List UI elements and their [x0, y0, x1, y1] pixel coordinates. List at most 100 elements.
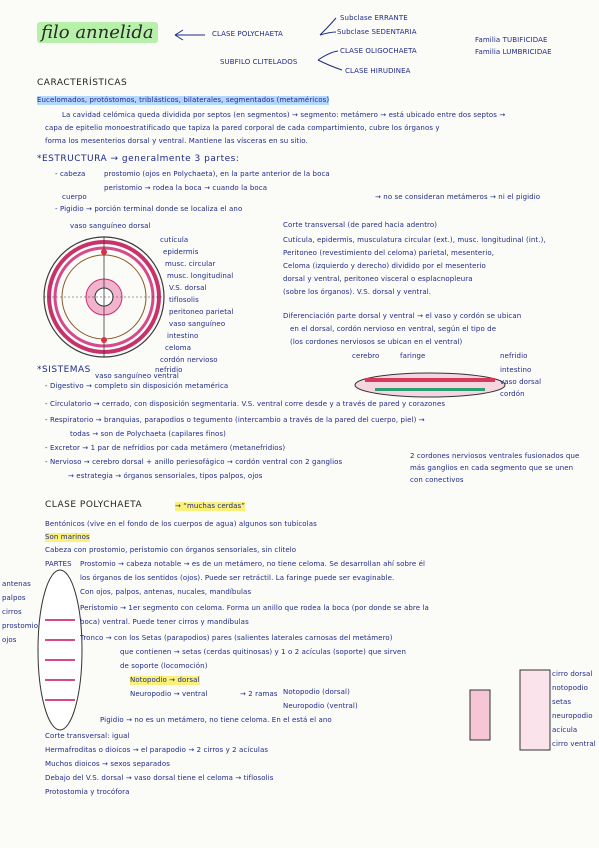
- sistemas-respiratorio: - Respiratorio → branquias, parapodios o…: [45, 416, 425, 424]
- corte-line-2: Cutícula, epidermis, musculatura circula…: [283, 236, 546, 244]
- diagram-label-11: cordón nervioso: [160, 356, 218, 364]
- diagram-label-1: cutícula: [160, 236, 189, 244]
- parapodio-label-2: notopodio: [552, 684, 589, 692]
- sistemas-nervioso-right-1: 2 cordones nerviosos ventrales fusionado…: [410, 452, 580, 460]
- sistemas-nervioso-right-2: más ganglios en cada segmento que se une…: [410, 464, 574, 472]
- diagram-label-10: celoma: [165, 344, 192, 352]
- sistemas-nervioso-2: → estrategia → órganos sensoriales, tipo…: [68, 472, 263, 480]
- worm-label-3: nefridio: [500, 352, 528, 360]
- polychaeta-pigidio: Pigidio → no es un metámero, no tiene ce…: [100, 716, 332, 724]
- polychaeta-neuropodio: Neuropodio → ventral: [130, 690, 208, 698]
- subclass-sedentaria: Subclase SEDENTARIA: [337, 28, 417, 36]
- sistemas-respiratorio-2: todas → son de Polychaeta (capilares fin…: [70, 430, 226, 438]
- worm-label-1: cerebro: [352, 352, 380, 360]
- corte-line-1: Corte transversal (de pared hacia adentr…: [283, 221, 438, 229]
- estructura-prostomio: prostomio (ojos en Polychaeta), en la pa…: [104, 170, 330, 178]
- polychaeta-tronco: Tronco → con los Setas (parapodios) pare…: [80, 634, 393, 642]
- sistemas-excretor: - Excretor → 1 par de nefridios por cada…: [45, 444, 286, 452]
- corte-line-5: dorsal y ventral, peritoneo visceral o e…: [283, 275, 473, 283]
- caracteristicas-line-4: forma los mesenterios dorsal y ventral. …: [45, 137, 308, 145]
- parapodio-label-6: cirro ventral: [552, 740, 596, 748]
- left-label-3: cirros: [2, 608, 22, 616]
- polychaeta-peristomio: Peristomio → 1er segmento con celoma. Fo…: [80, 604, 429, 612]
- left-label-5: ojos: [2, 636, 17, 644]
- corte-line-9: (los cordones nerviosos se ubican en el …: [290, 338, 463, 346]
- diagram-label-12: nefridio: [155, 366, 183, 374]
- polychaeta-prostomio-2: los órganos de los sentidos (ojos). Pued…: [80, 574, 395, 582]
- parapodio-drawing: [469, 669, 551, 751]
- caracteristicas-line-1: Eucelomados, protóstomos, triblásticos, …: [37, 96, 330, 105]
- page-title: filo annelida: [37, 22, 158, 43]
- left-label-1: antenas: [2, 580, 31, 588]
- polychaeta-hermafroditas: Hermafroditas o dioicos → el parapodio →…: [45, 746, 269, 754]
- worm-lateral-diagram: [354, 372, 506, 398]
- polychaeta-line-1: Bentónicos (vive en el fondo de los cuer…: [45, 520, 317, 528]
- polychaeta-prostomio-3: Con ojos, palpos, antenas, nucales, mand…: [80, 588, 252, 596]
- corte-line-3: Peritoneo (revestimiento del celoma) par…: [283, 249, 495, 257]
- sistemas-nervioso: - Nervioso → cerebro dorsal + anillo per…: [45, 458, 343, 466]
- sistemas-digestivo: - Digestivo → completo sin disposición m…: [45, 382, 229, 390]
- left-label-4: prostomio: [2, 622, 39, 630]
- parapodio-label-1: cirro dorsal: [552, 670, 593, 678]
- diagram-label-top: vaso sanguíneo dorsal: [70, 222, 151, 230]
- polychaeta-subtitle: → “muchas cerdas”: [175, 502, 246, 511]
- polychaeta-birramosos: → 2 ramas: [240, 690, 278, 698]
- polychaeta-neuropodio-right: Neuropodio (ventral): [283, 702, 358, 710]
- polychaeta-muchos: Muchos dioicos → sexos separados: [45, 760, 170, 768]
- polychaeta-heading: CLASE POLYCHAETA: [45, 500, 143, 510]
- polychaeta-tronco-2: que contienen → setas (cerdas quitinosas…: [120, 648, 406, 656]
- polychaeta-notopodio-right: Notopodio (dorsal): [283, 688, 350, 696]
- diagram-label-6: tiflosolis: [169, 296, 199, 304]
- polychaeta-tronco-3: de soporte (locomoción): [120, 662, 208, 670]
- parapodio-label-4: neuropodio: [552, 712, 593, 720]
- polychaeta-line-3: Cabeza con prostomio, peristomio con órg…: [45, 546, 297, 554]
- worm-label-2: faringe: [400, 352, 426, 360]
- polychaeta-corte: Corte transversal: igual: [45, 732, 130, 740]
- worm-label-4: intestino: [500, 366, 532, 374]
- worm-label-6: cordón: [500, 390, 525, 398]
- diagram-label-4: musc. longitudinal: [167, 272, 234, 280]
- sistemas-circulatorio: - Circulatorio → cerrado, con disposició…: [45, 400, 446, 408]
- polychaeta-debajo: Debajo del V.S. dorsal → vaso dorsal tie…: [45, 774, 274, 782]
- polychaeta-protostomia: Protostomia y trocófora: [45, 788, 130, 796]
- corte-line-8: en el dorsal, cordón nervioso en ventral…: [290, 325, 497, 333]
- estructura-no-son: → no se consideran metámeros → ni el pig…: [375, 193, 541, 201]
- diagram-label-2: epidermis: [163, 248, 199, 256]
- family-tubificidae: Familia TUBIFICIDAE: [475, 36, 548, 44]
- estructura-heading: *ESTRUCTURA → generalmente 3 partes:: [37, 154, 240, 164]
- polychaeta-drawing: [37, 569, 83, 731]
- estructura-cuerpo: cuerpo: [62, 193, 87, 201]
- polychaeta-prostomio: Prostomio → cabeza notable → es de un me…: [80, 560, 426, 568]
- sistemas-nervioso-right-3: con conectivos: [410, 476, 464, 484]
- caracteristicas-line-2: La cavidad celómica queda dividida por s…: [62, 111, 506, 119]
- worm-label-5: vaso dorsal: [500, 378, 542, 386]
- parapodio-label-3: setas: [552, 698, 572, 706]
- corte-line-7: Diferenciación parte dorsal y ventral → …: [283, 312, 522, 320]
- diagram-label-9: intestino: [167, 332, 199, 340]
- corte-line-4: Celoma (izquierdo y derecho) dividido po…: [283, 262, 486, 270]
- estructura-pigidio: - Pigidio → porción terminal donde se lo…: [55, 205, 243, 213]
- polychaeta-peristomio-2: boca) ventral. Puede tener cirros y mand…: [80, 618, 249, 626]
- caracteristicas-heading: CARACTERÍSTICAS: [37, 78, 128, 88]
- corte-line-6: (sobre los órganos). V.S. dorsal y ventr…: [283, 288, 432, 296]
- polychaeta-partes: PARTES: [45, 560, 72, 568]
- class-oligochaeta: CLASE OLIGOCHAETA: [340, 47, 417, 55]
- estructura-cabeza: - cabeza: [55, 170, 86, 178]
- estructura-peristomio: peristomio → rodea la boca → cuando la b…: [104, 184, 268, 192]
- class-polychaeta: CLASE POLYCHAETA: [212, 30, 283, 38]
- family-lumbricidae: Familia LUMBRICIDAE: [475, 48, 552, 56]
- sistemas-heading: *SISTEMAS: [37, 365, 91, 375]
- caracteristicas-line-3: capa de epitelio monoestratificado que t…: [45, 124, 440, 132]
- diagram-label-8: vaso sanguíneo: [169, 320, 226, 328]
- diagram-label-3: musc. circular: [165, 260, 216, 268]
- diagram-label-7: peritoneo parietal: [169, 308, 234, 316]
- diagram-label-bottom: vaso sanguíneo ventral: [95, 372, 179, 380]
- parapodio-label-5: acícula: [552, 726, 578, 734]
- subfilo-clitelados: SUBFILO CLITELADOS: [220, 58, 298, 66]
- polychaeta-line-2: Son marinos: [45, 533, 90, 542]
- subclass-errante: Subclase ERRANTE: [340, 14, 408, 22]
- cross-section-rings: [43, 236, 165, 358]
- polychaeta-notopodio: Notopodio → dorsal: [130, 676, 200, 685]
- left-label-2: palpos: [2, 594, 26, 602]
